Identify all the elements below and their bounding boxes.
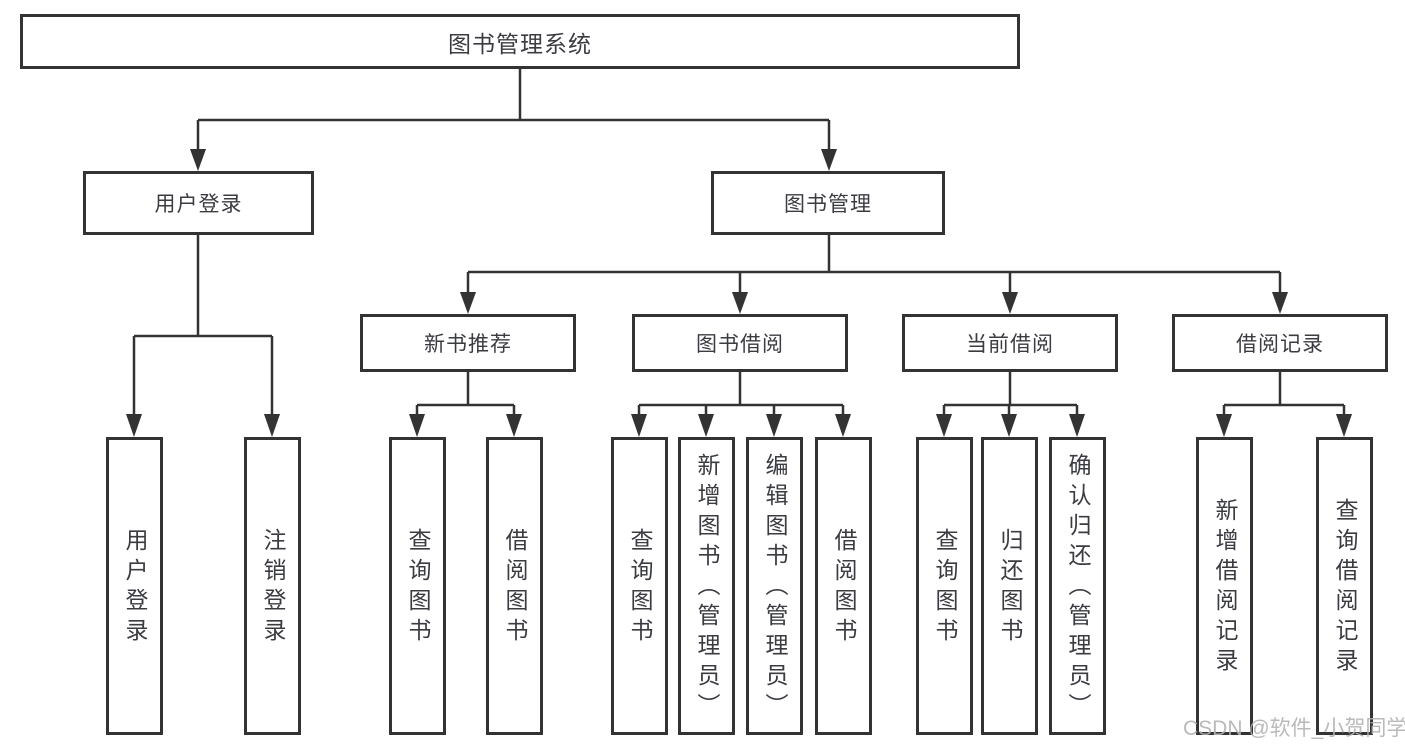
node-root-system: 图书管理系统 bbox=[20, 14, 1020, 69]
connector-curborrow-to-leaves bbox=[942, 372, 1079, 415]
leaf-records-query-borrow-record: 查询借阅记录 bbox=[1316, 437, 1373, 735]
csdn-watermark: CSDN @软件_小贺同学 bbox=[1183, 717, 1405, 740]
node-user-login: 用户登录 bbox=[83, 171, 314, 235]
node-current-borrow: 当前借阅 bbox=[902, 314, 1118, 372]
arrowheads-level3 bbox=[460, 292, 1288, 314]
leaf-current-return-books: 归还图书 bbox=[981, 437, 1038, 735]
leaf-logout: 注销登录 bbox=[244, 437, 301, 735]
connector-newbook-to-leaves bbox=[415, 372, 516, 415]
leaf-current-confirm-return-admin: 确认归还（管理员） bbox=[1049, 437, 1106, 735]
arrowheads-records-leaves bbox=[1216, 414, 1352, 437]
leaf-user-login: 用户登录 bbox=[106, 437, 163, 735]
leaf-borrow-edit-books-admin: 编辑图书（管理员） bbox=[746, 437, 803, 735]
node-book-borrow: 图书借阅 bbox=[632, 314, 848, 372]
leaf-borrow-add-books-admin: 新增图书（管理员） bbox=[678, 437, 735, 735]
connector-bookmgmt-to-level3 bbox=[466, 235, 1282, 293]
connector-records-to-leaves bbox=[1222, 372, 1346, 415]
connector-userlogin-to-leaves bbox=[132, 235, 274, 415]
leaf-borrow-borrow-books: 借阅图书 bbox=[815, 437, 872, 735]
connector-bookborrow-to-leaves bbox=[637, 372, 845, 415]
node-borrow-records: 借阅记录 bbox=[1172, 314, 1388, 372]
arrowheads-userlogin-leaves bbox=[126, 414, 280, 437]
leaf-newbook-query-books: 查询图书 bbox=[389, 437, 446, 735]
node-new-book-recommend: 新书推荐 bbox=[360, 314, 576, 372]
leaf-records-add-borrow-record: 新增借阅记录 bbox=[1196, 437, 1253, 735]
leaf-current-query-books: 查询图书 bbox=[916, 437, 973, 735]
connector-root-to-level2 bbox=[196, 69, 831, 150]
arrowheads-level2 bbox=[190, 149, 837, 171]
node-book-management: 图书管理 bbox=[711, 171, 945, 235]
arrowheads-curborrow-leaves bbox=[936, 414, 1085, 437]
leaf-newbook-borrow-books: 借阅图书 bbox=[486, 437, 543, 735]
arrowheads-bookborrow-leaves bbox=[631, 414, 851, 437]
leaf-borrow-query-books: 查询图书 bbox=[611, 437, 668, 735]
arrowheads-newbook-leaves bbox=[409, 414, 522, 437]
